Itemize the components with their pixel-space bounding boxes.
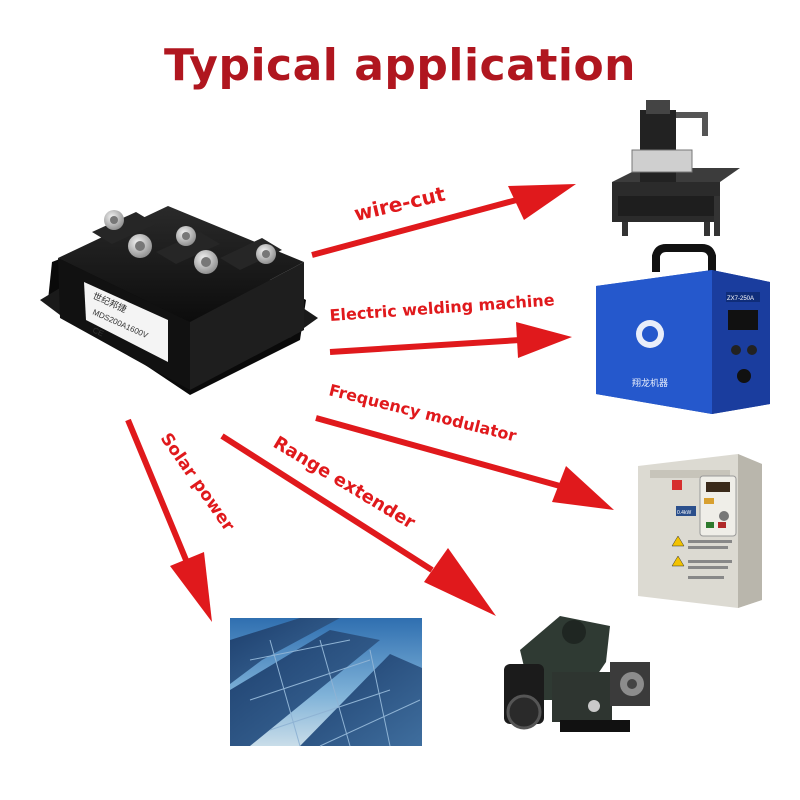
range-extender-engine-image: [504, 616, 650, 732]
welder-brand-text: 翔龙机器: [632, 377, 668, 388]
arrow-welding: [329, 322, 572, 358]
terminal-bolt: [104, 210, 124, 230]
welding-machine-image: 翔龙机器 ZX7-250A: [596, 244, 770, 414]
terminal-bolt: [176, 226, 196, 246]
label-wire-cut: wire-cut: [352, 182, 448, 226]
wire-cut-machine-image: [612, 100, 740, 236]
page-title: Typical application: [163, 40, 636, 91]
terminal-bolt: [128, 234, 152, 258]
frequency-inverter-image: 0.4kW: [638, 454, 762, 608]
label-frequency: Frequency modulator: [327, 380, 519, 445]
solar-panel-image: [230, 618, 422, 747]
terminal-bolt: [256, 244, 276, 264]
arrow-solar: [125, 418, 212, 622]
module-brand-text: CE: [91, 326, 105, 339]
arrow-frequency: [315, 415, 614, 510]
inverter-label-text: 0.4kW: [677, 510, 691, 516]
arrow-range: [220, 433, 496, 616]
terminal-bolt: [194, 250, 218, 274]
arrow-wire-cut: [311, 184, 576, 258]
welder-model-text: ZX7-250A: [727, 296, 754, 302]
label-welding: Electric welding machine: [329, 290, 555, 325]
diode-module-image: 世纪邦捷 MDS200A1600V CE: [40, 206, 318, 395]
